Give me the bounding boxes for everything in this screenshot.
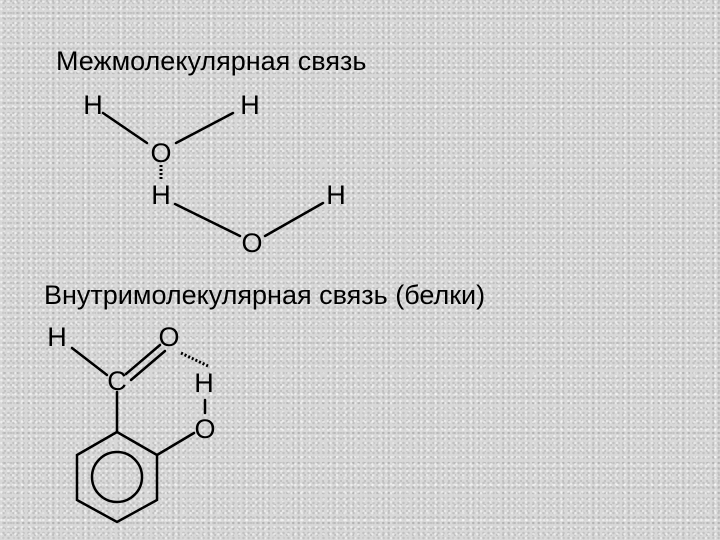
atom-h-mol1-right: H — [240, 90, 260, 120]
atom-o-carbonyl: O — [158, 322, 180, 352]
atom-h-mol1-left: H — [83, 90, 103, 120]
atom-h-hydroxyl: H — [194, 368, 214, 398]
bond-o-h-right — [174, 111, 235, 145]
intramolecular-heading: Внутримолекулярная связь (белки) — [44, 280, 486, 310]
bond-o-h-right-2 — [263, 201, 325, 238]
intramolecular-hydrogen-bond — [180, 351, 209, 368]
bond-ring-o — [155, 431, 196, 457]
benzene-ring — [75, 430, 159, 524]
atom-o-mol2: O — [241, 228, 263, 258]
bond-h-o-bridge — [173, 202, 242, 238]
intermolecular-heading: Межмолекулярная связь — [56, 46, 367, 76]
atom-h-mol2-bridge: H — [151, 180, 171, 210]
atom-o-hydroxyl: O — [194, 414, 216, 444]
atom-c-aldehyde: C — [107, 366, 127, 396]
benzene-ring-circle — [90, 450, 144, 504]
bond-h-o-left — [101, 111, 149, 145]
double-bond-c-o-a — [124, 343, 162, 376]
atom-o-mol1: O — [150, 138, 172, 168]
atom-h-mol2-right: H — [326, 180, 346, 210]
atom-h-aldehyde: H — [47, 322, 67, 352]
double-bond-c-o-b — [129, 349, 167, 382]
bond-h-c — [70, 346, 109, 377]
